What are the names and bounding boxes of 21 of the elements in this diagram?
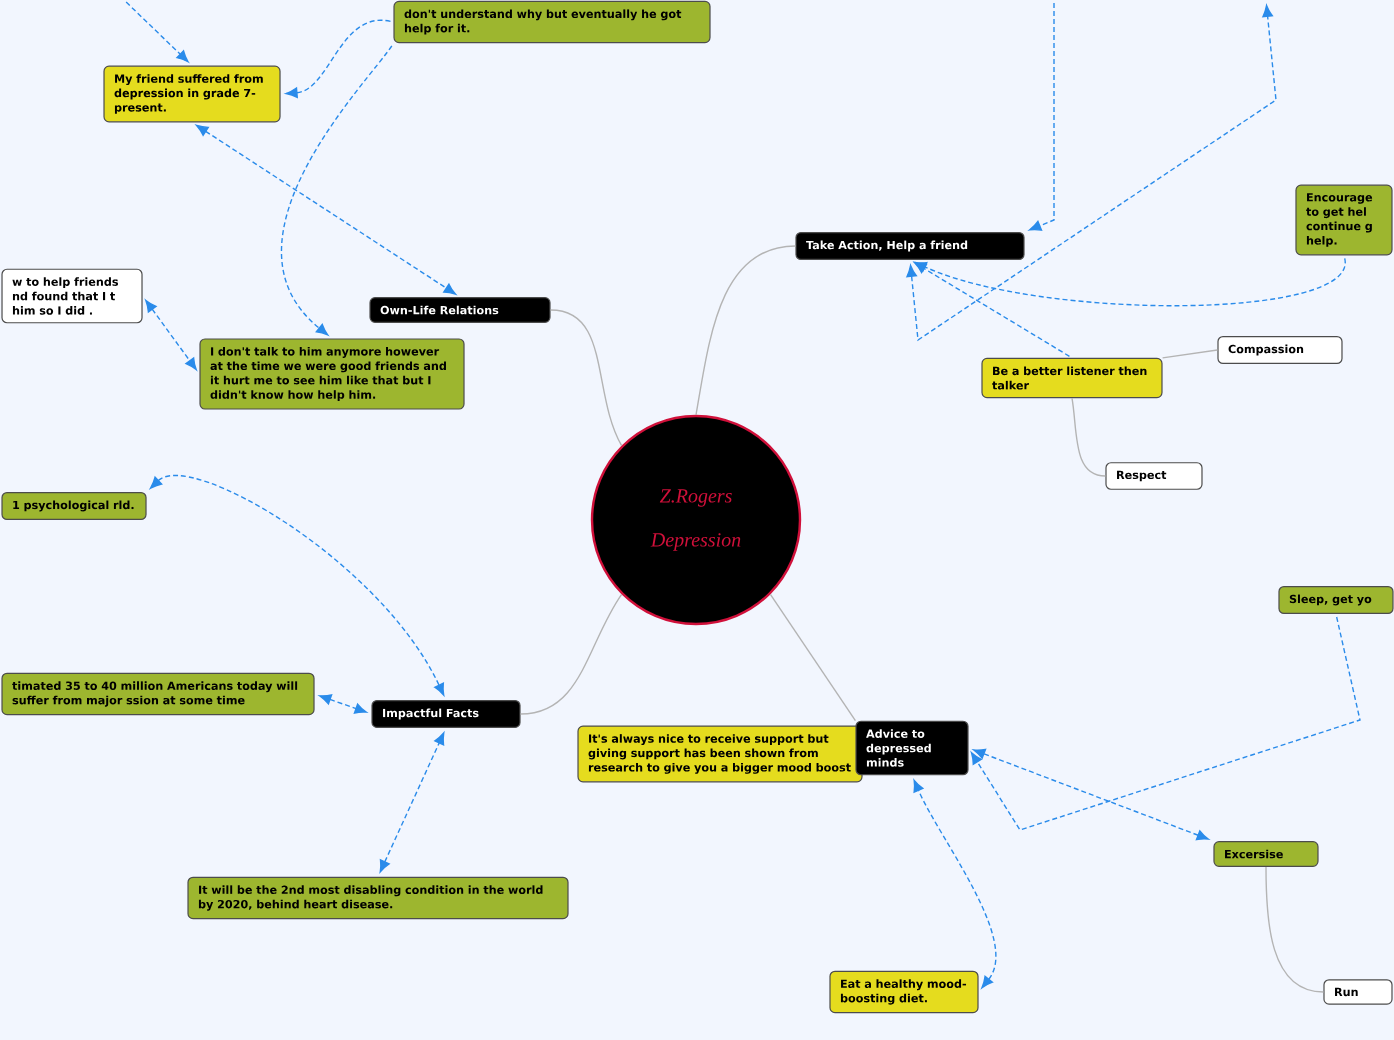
dashed-arrow	[149, 475, 445, 696]
connector-line	[769, 593, 857, 722]
dashed-arrow	[125, 1, 189, 63]
dashed-arrow	[914, 257, 1346, 307]
dashed-arrow	[195, 124, 457, 295]
dashed-arrow	[970, 616, 1361, 831]
dashed-arrow	[379, 732, 445, 873]
dashed-arrow	[280, 45, 393, 336]
dashed-arrow	[973, 748, 1209, 841]
dashed-arrow	[319, 694, 367, 714]
dashed-arrow	[285, 19, 392, 99]
dashed-arrow	[913, 779, 997, 989]
connector-line	[1071, 397, 1107, 477]
dashed-arrow	[1029, 2, 1055, 231]
dashed-arrow	[906, 4, 1277, 342]
dashed-arrow	[145, 299, 197, 371]
connector-line	[1161, 349, 1219, 359]
connector-line	[695, 245, 797, 416]
connector-line	[549, 309, 623, 447]
connector-line	[1265, 866, 1325, 993]
connector-line	[519, 593, 623, 715]
